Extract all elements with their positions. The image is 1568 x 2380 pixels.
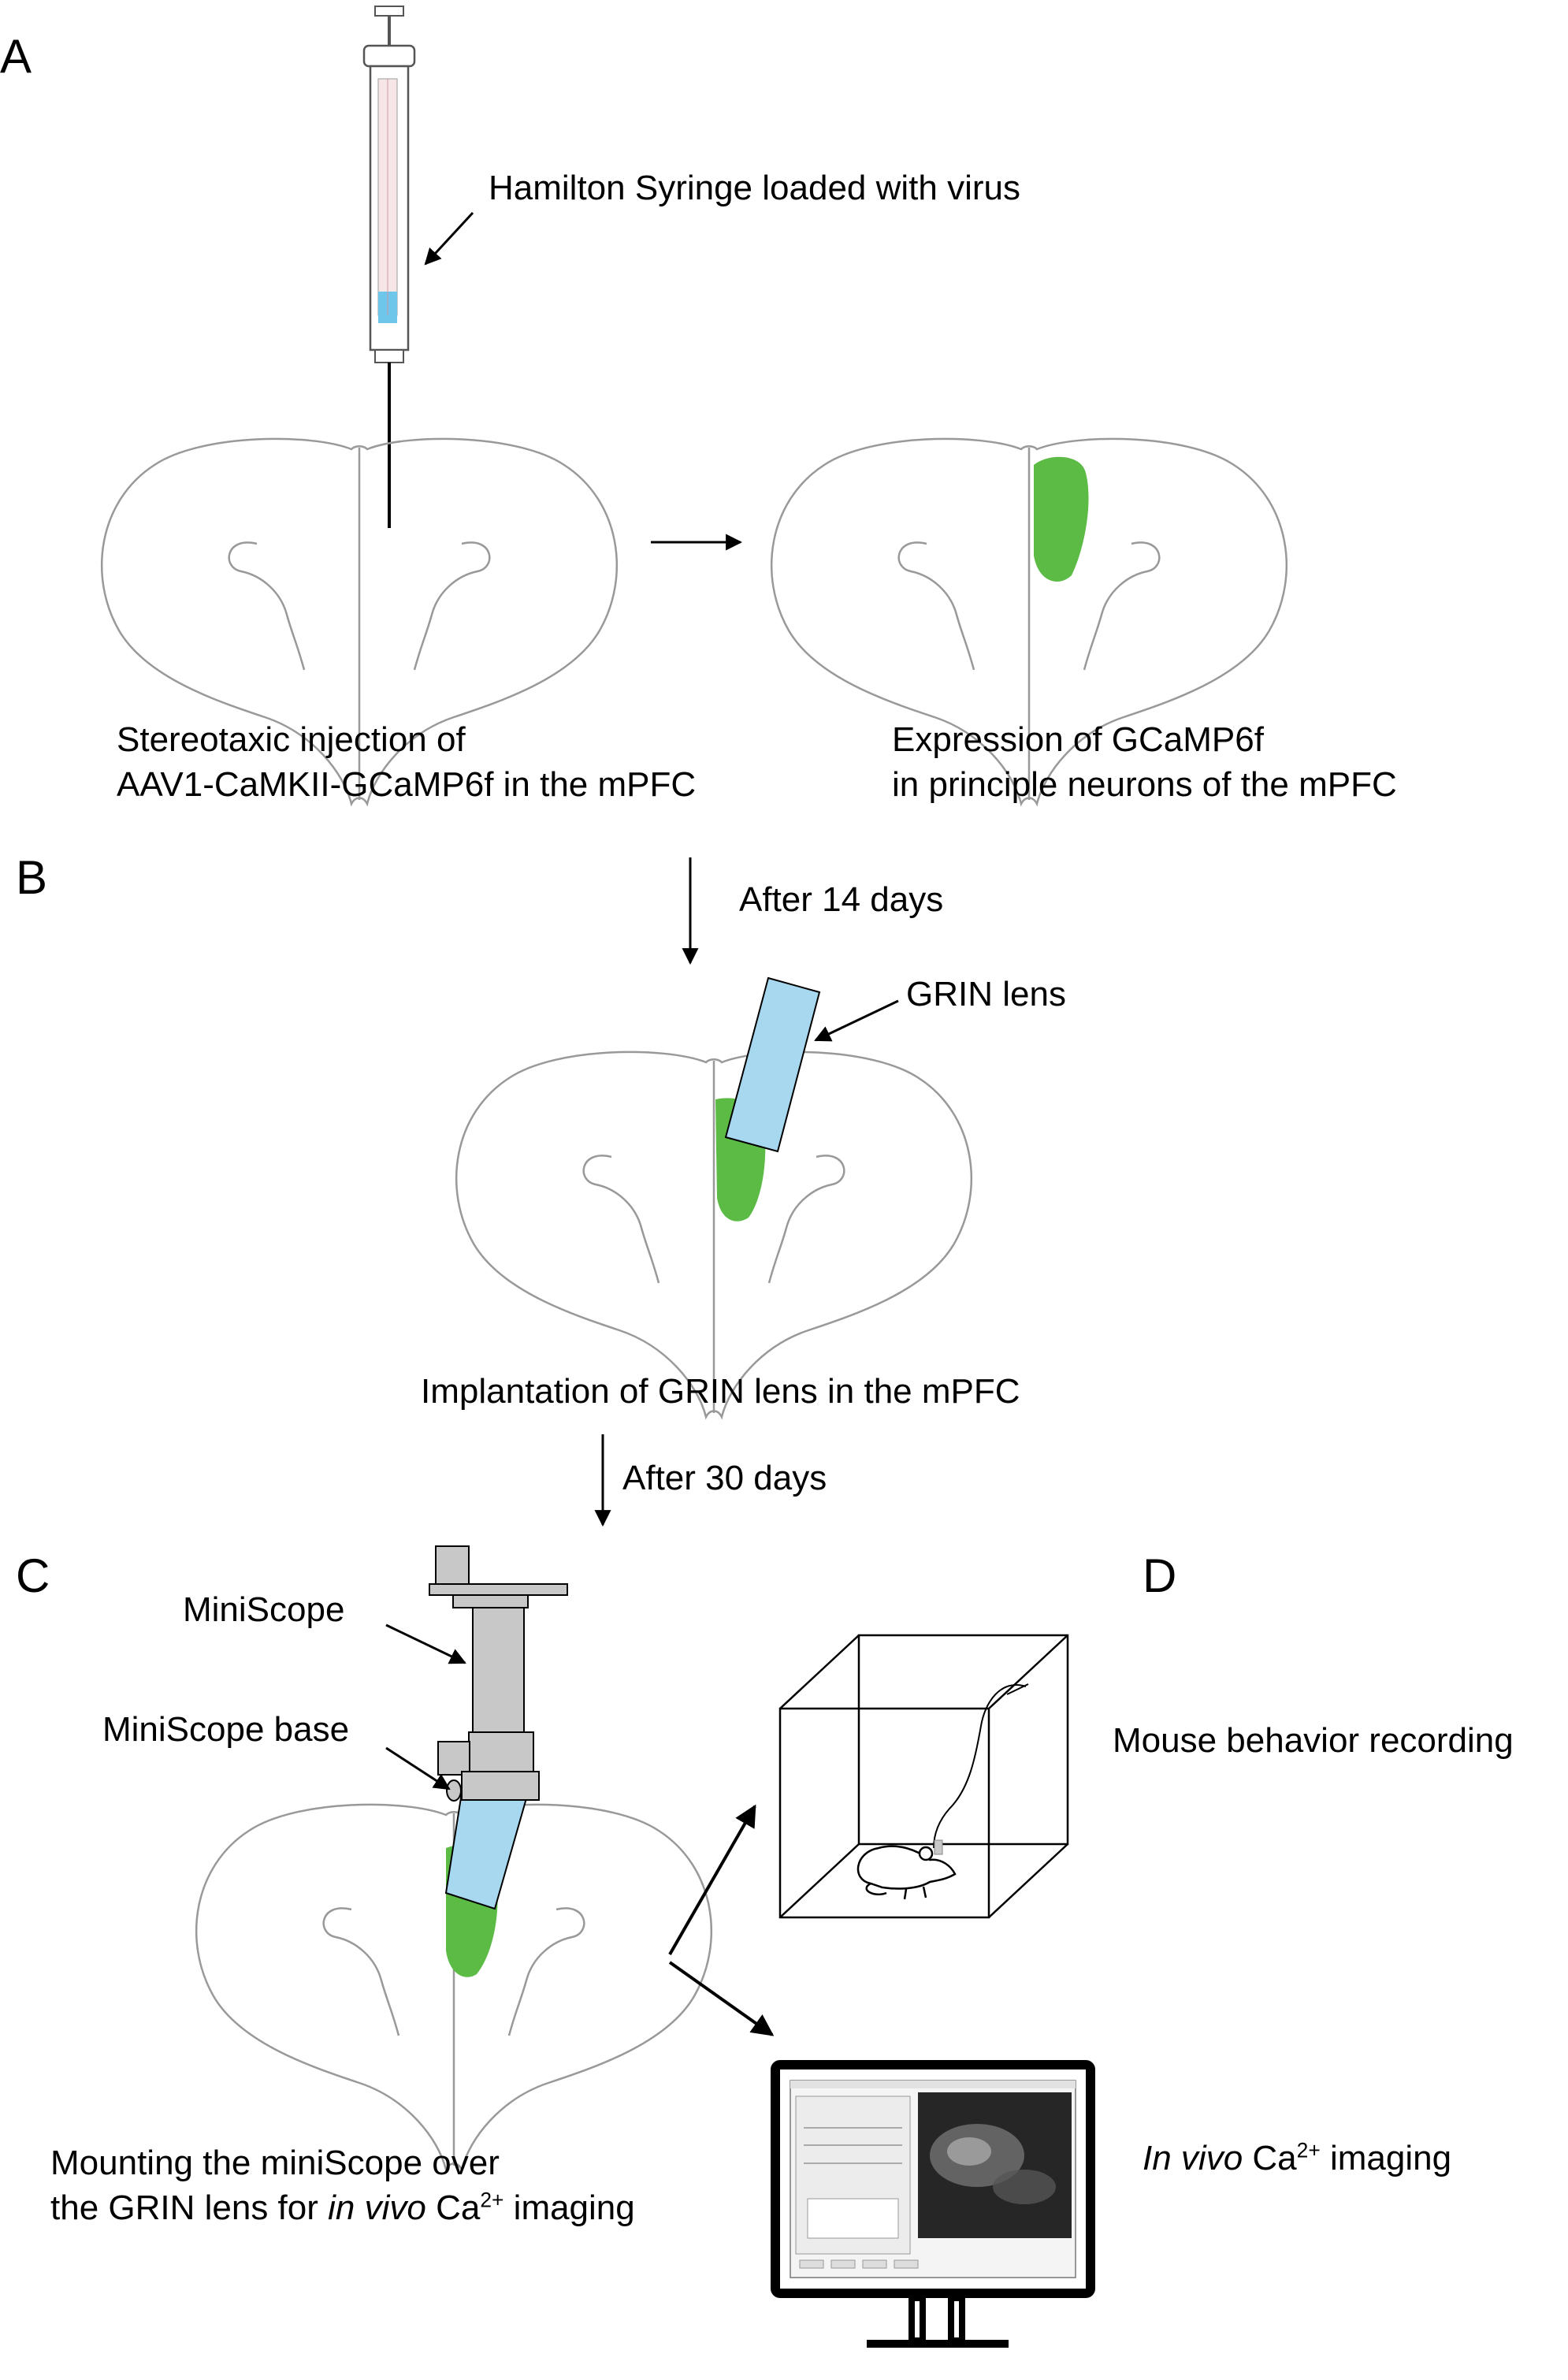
panel-label-c: C [16,1549,50,1602]
injection-caption: Stereotaxic injection of AAV1-CaMKII-GCa… [117,717,696,807]
miniscope-label: MiniScope [183,1590,345,1629]
panel-label-b: B [16,851,48,904]
implantation-caption: Implantation of GRIN lens in the mPFC [421,1372,1020,1411]
imaging-label-ca: Ca [1243,2139,1297,2177]
grin-lens-label: GRIN lens [906,975,1066,1013]
imaging-label: In vivo Ca2+ imaging [1143,2136,1451,2181]
mounting-caption-superscript: 2+ [480,2188,504,2212]
mounting-caption-ca: Ca [425,2188,481,2228]
expression-caption-line-2: in principle neurons of the mPFC [892,765,1397,805]
mounting-caption-line-2: the GRIN lens for in vivo Ca2+ imaging [50,2185,635,2230]
miniscope-base-label: MiniScope base [102,1710,350,1749]
grin-lens-c [444,1781,528,1910]
miniscope-base [437,1731,540,1802]
imaging-label-italic: In vivo [1143,2139,1243,2177]
behavior-recording-label: Mouse behavior recording [1113,1721,1514,1760]
behavior-box [778,1634,1069,1919]
mouse-icon [856,1839,957,1900]
miniscope [429,1545,568,1733]
grin-lens [724,976,821,1153]
mounting-caption-end: imaging [503,2188,635,2228]
grin-lens-pointer-arrow [814,999,899,1042]
mounting-caption-italic: in vivo [328,2188,426,2228]
panel-label-a: A [0,30,32,83]
gcamp-expression-area [1034,456,1089,582]
recording-cable [933,1684,1027,1849]
imaging-label-end: imaging [1320,2139,1452,2177]
miniscope-base-pointer-arrow [385,1746,451,1791]
imaging-label-superscript: 2+ [1296,2138,1321,2162]
imaging-branch-arrow [668,1961,775,2036]
expression-caption-line-1: Expression of GCaMP6f [892,720,1264,759]
syringe-pointer-arrow [424,211,474,266]
mounting-caption: Mounting the miniScope over the GRIN len… [50,2140,635,2230]
expression-caption: Expression of GCaMP6f in principle neuro… [892,717,1397,807]
hamilton-syringe [362,6,416,528]
miniscope-pointer-arrow [385,1623,466,1664]
monitor [771,2060,1095,2348]
panel-label-d: D [1143,1549,1177,1602]
syringe-label: Hamilton Syringe loaded with virus [489,169,1020,207]
mounting-caption-text: the GRIN lens for [50,2188,329,2228]
brain-section-implant [455,1051,973,1419]
behavior-branch-arrow [668,1804,756,1955]
after-14-days-label: After 14 days [739,880,944,919]
mounting-caption-line-1: Mounting the miniScope over [50,2144,500,2182]
after-30-days-label: After 30 days [622,1459,827,1497]
injection-caption-line-2: AAV1-CaMKII-GCaMP6f in the mPFC [117,765,697,805]
injection-caption-line-1: Stereotaxic injection of [117,720,466,759]
